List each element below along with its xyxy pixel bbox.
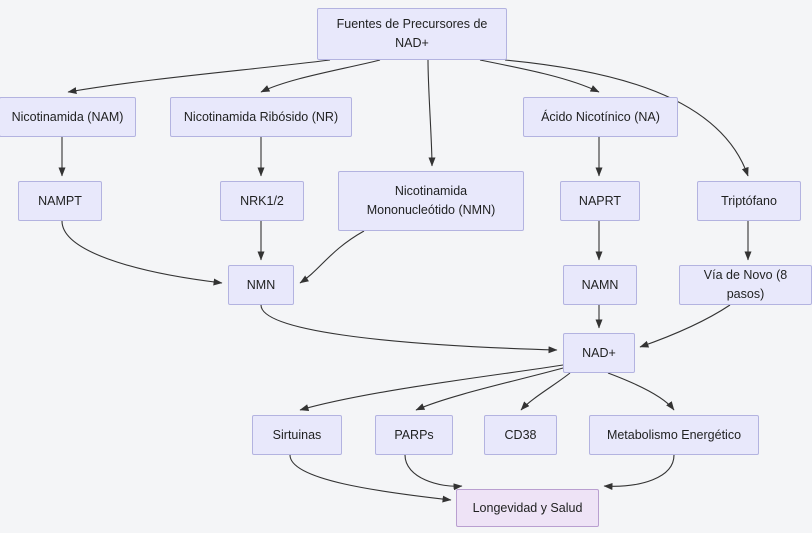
node-label-metab: Metabolismo Energético <box>606 427 742 442</box>
edge-metab-to-long <box>603 454 675 490</box>
node-label-na: Ácido Nicotínico (NA) <box>541 109 660 124</box>
node-nad[interactable]: NAD+ <box>563 333 635 373</box>
node-nr[interactable]: Nicotinamida Ribósido (NR) <box>170 97 352 137</box>
node-label-nrk: NRK1/2 <box>240 193 284 208</box>
node-naprt[interactable]: NAPRT <box>560 181 640 221</box>
node-label-trp: Triptófano <box>721 193 777 208</box>
edges-group <box>58 59 752 503</box>
node-sirt[interactable]: Sirtuinas <box>252 415 342 455</box>
node-nrk[interactable]: NRK1/2 <box>220 181 304 221</box>
node-label-nmn_pre: Nicotinamida Mononucleótido (NMN) <box>366 184 496 217</box>
node-long[interactable]: Longevidad y Salud <box>456 489 599 527</box>
edge-root-to-nam <box>67 59 331 95</box>
node-metab[interactable]: Metabolismo Energético <box>589 415 759 455</box>
edge-root-to-trp <box>504 59 749 177</box>
edge-nmn-to-nad <box>260 304 558 354</box>
edge-nampt-to-nmn <box>61 220 223 286</box>
edge-nmn_pre-to-nmn <box>299 230 365 284</box>
edge-nad-to-metab <box>607 372 675 411</box>
node-nmn[interactable]: NMN <box>228 265 294 305</box>
node-label-sirt: Sirtuinas <box>272 427 322 442</box>
edge-nad-to-cd38 <box>520 372 571 411</box>
node-nampt[interactable]: NAMPT <box>18 181 102 221</box>
node-label-nam: Nicotinamida (NAM) <box>11 109 124 124</box>
edge-denovo-to-nad <box>639 304 731 348</box>
edge-root-to-nmn_pre <box>427 59 436 167</box>
node-label-naprt: NAPRT <box>578 193 622 208</box>
edge-root-to-nr <box>260 59 381 93</box>
node-label-nad: NAD+ <box>582 345 616 360</box>
edge-root-to-na <box>479 59 600 93</box>
node-label-cd38: CD38 <box>504 427 537 442</box>
edge-parps-to-long <box>404 454 463 491</box>
node-namn[interactable]: NAMN <box>563 265 637 305</box>
node-label-namn: NAMN <box>581 277 619 292</box>
node-root[interactable]: Fuentes de Precursores de NAD+ <box>317 8 507 60</box>
edge-nad-to-parps <box>415 367 564 411</box>
node-cd38[interactable]: CD38 <box>484 415 557 455</box>
node-nam[interactable]: Nicotinamida (NAM) <box>0 97 136 137</box>
node-trp[interactable]: Triptófano <box>697 181 801 221</box>
node-label-long: Longevidad y Salud <box>472 500 583 515</box>
edge-nad-to-sirt <box>299 364 564 412</box>
node-label-denovo: Vía de Novo (8 pasos) <box>703 268 788 301</box>
node-na[interactable]: Ácido Nicotínico (NA) <box>523 97 678 137</box>
node-label-parps: PARPs <box>394 427 434 442</box>
node-label-nampt: NAMPT <box>38 193 82 208</box>
node-label-nr: Nicotinamida Ribósido (NR) <box>183 109 339 124</box>
node-parps[interactable]: PARPs <box>375 415 453 455</box>
edge-sirt-to-long <box>289 454 452 503</box>
node-label-root: Fuentes de Precursores de NAD+ <box>336 17 488 50</box>
node-label-nmn: NMN <box>246 277 276 292</box>
node-nmn_pre[interactable]: Nicotinamida Mononucleótido (NMN) <box>338 171 524 231</box>
node-denovo[interactable]: Vía de Novo (8 pasos) <box>679 265 812 305</box>
